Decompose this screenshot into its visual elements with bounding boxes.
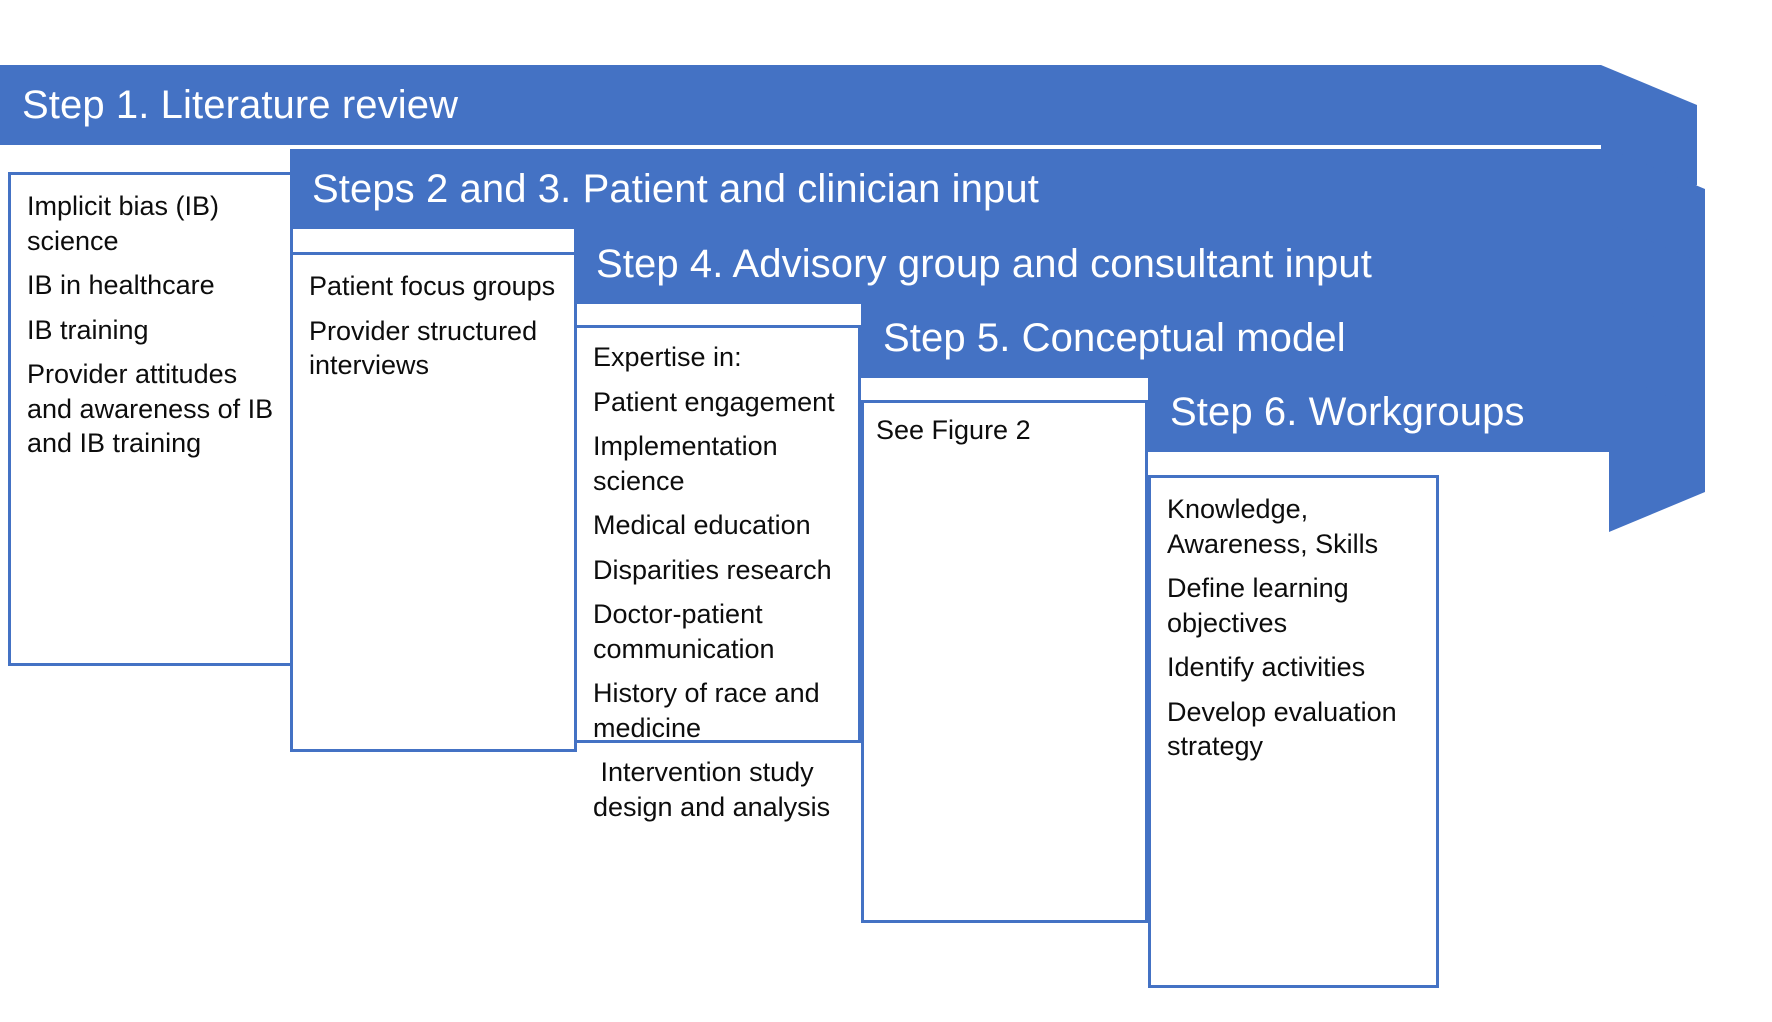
detail-line: Provider structured interviews (309, 315, 545, 381)
detail-line: Define learning objectives (1167, 573, 1357, 638)
detail-line: Patient focus groups (309, 271, 556, 301)
banner-step-5: Step 5. Conceptual model (861, 298, 1705, 458)
banner-step-4: Step 4. Advisory group and consultant in… (574, 224, 1705, 384)
detail-box-step-6: Knowledge, Awareness, Skills Define lear… (1148, 475, 1439, 988)
detail-box-step-1: Implicit bias (IB) science IB in healthc… (8, 172, 293, 666)
detail-line: Identify activities (1167, 652, 1366, 683)
detail-line: Provider attitudes and awareness of IB a… (27, 359, 281, 459)
detail-line: Expertise in: (593, 342, 742, 372)
detail-line: Develop evaluation strategy (1167, 696, 1405, 762)
detail-line: Medical education (593, 510, 811, 541)
detail-box-steps-2-3: Patient focus groups Provider structured… (290, 252, 577, 752)
detail-line: Implementation science (593, 431, 786, 496)
chevron-arrowhead-icon (1609, 372, 1708, 532)
banner-steps-2-3-label: Steps 2 and 3. Patient and clinician inp… (312, 167, 1039, 211)
banner-step-5-label: Step 5. Conceptual model (883, 316, 1346, 360)
detail-box-step-4: Expertise in: Patient engagement Impleme… (574, 325, 861, 822)
detail-line: History of race and medicine (593, 678, 828, 743)
banner-step-6-label: Step 6. Workgroups (1170, 390, 1525, 434)
detail-line: Disparities research (593, 554, 832, 585)
detail-line: Implicit bias (IB) science (27, 191, 227, 256)
detail-line: Intervention study design and analysis (593, 757, 831, 823)
detail-line: Doctor-patient communication (593, 599, 775, 664)
detail-line: Patient engagement (593, 386, 835, 417)
detail-box-step-5: See Figure 2 (861, 400, 1148, 923)
detail-line: Knowledge, Awareness, Skills (1167, 494, 1379, 559)
detail-line: IB training (27, 314, 149, 345)
banner-step-1: Step 1. Literature review (0, 65, 1697, 225)
banner-step-1-label: Step 1. Literature review (22, 83, 459, 127)
banner-steps-2-3: Steps 2 and 3. Patient and clinician inp… (290, 149, 1705, 309)
banner-step-6: Step 6. Workgroups (1148, 372, 1705, 532)
detail-line: See Figure 2 (876, 415, 1031, 445)
banner-step-4-label: Step 4. Advisory group and consultant in… (596, 242, 1372, 286)
detail-line: IB in healthcare (27, 270, 215, 301)
